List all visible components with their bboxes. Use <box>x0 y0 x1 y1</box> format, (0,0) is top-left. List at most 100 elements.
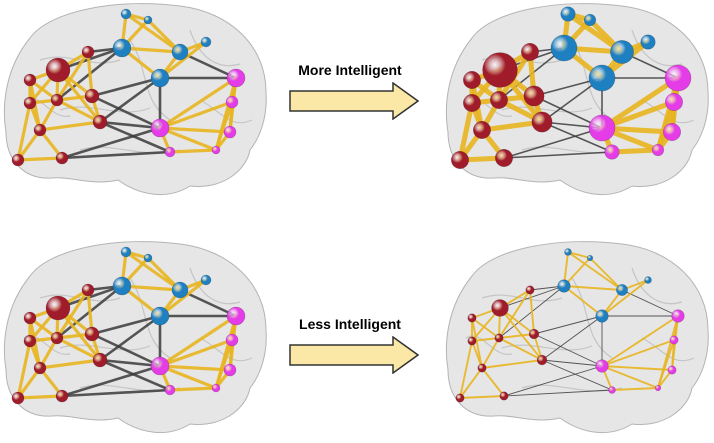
within-module-edge <box>529 289 535 335</box>
within-module-edge <box>55 336 102 362</box>
within-module-edge <box>609 147 661 155</box>
within-module-edge <box>214 314 238 390</box>
brain-network-diagram <box>445 241 709 434</box>
red-module-node <box>81 283 95 297</box>
within-module-edge <box>589 257 623 291</box>
within-module-edge <box>16 101 32 162</box>
within-module-edge <box>601 365 673 371</box>
more-intelligent-arrow-group: More Intelligent <box>289 62 429 120</box>
within-module-edge <box>120 284 182 292</box>
within-module-edge <box>16 394 64 400</box>
magenta-module-node <box>654 384 662 392</box>
red-module-node <box>50 331 64 345</box>
within-module-edge <box>158 278 208 318</box>
within-module-edge <box>158 364 218 390</box>
within-module-edge <box>567 251 623 291</box>
between-module-edge <box>503 127 603 159</box>
blue-module-node <box>557 279 571 293</box>
between-module-edge <box>98 358 172 392</box>
within-module-edge <box>481 367 505 397</box>
brain-network-panel-top-left <box>0 0 270 205</box>
red-module-node <box>33 361 47 375</box>
blue-module-node <box>112 38 132 58</box>
within-module-edge <box>158 40 208 80</box>
between-module-edge <box>98 314 162 362</box>
blue-module-node <box>200 36 212 48</box>
within-module-edge <box>16 156 64 162</box>
magenta-module-node <box>608 386 616 394</box>
within-module-edge <box>158 126 232 134</box>
within-module-edge <box>55 288 90 340</box>
magenta-module-node <box>164 384 176 396</box>
blue-module-node <box>583 13 597 27</box>
between-module-edge <box>533 315 603 335</box>
between-module-edge <box>541 315 603 361</box>
within-module-edge <box>158 364 232 372</box>
within-module-edge <box>124 12 182 54</box>
magenta-module-node <box>223 125 237 139</box>
within-module-edge <box>168 386 218 392</box>
red-module-node <box>23 311 37 325</box>
within-module-edge <box>214 76 238 152</box>
within-module-edge <box>471 317 500 339</box>
within-module-edge <box>499 307 543 361</box>
magenta-module-node <box>665 93 684 112</box>
within-module-edge <box>459 367 483 399</box>
within-module-edge <box>55 98 102 124</box>
red-module-node <box>92 114 108 130</box>
between-module-edge <box>90 332 162 368</box>
blue-module-node <box>610 40 634 64</box>
within-module-edge <box>563 285 603 317</box>
brain-network-diagram <box>3 241 267 434</box>
blue-module-node <box>150 306 170 326</box>
red-module-node <box>472 121 491 140</box>
magenta-module-node <box>226 68 246 88</box>
red-module-node <box>45 57 71 83</box>
magenta-module-node <box>211 383 221 393</box>
within-module-edge <box>657 315 679 389</box>
between-module-edge <box>60 126 162 160</box>
within-module-edge <box>459 340 473 399</box>
brain-network-diagram <box>445 3 709 196</box>
blue-module-node <box>171 43 189 61</box>
brain-sulcus <box>39 294 121 302</box>
blue-module-node <box>143 253 153 263</box>
blue-module-node <box>595 309 609 323</box>
within-module-edge <box>567 251 591 259</box>
within-module-edge <box>498 289 531 339</box>
between-module-edge <box>541 121 613 153</box>
brain-surface <box>445 241 709 434</box>
red-module-node <box>11 153 25 167</box>
red-module-node <box>525 285 535 295</box>
magenta-module-node <box>651 143 665 157</box>
right-arrow-icon <box>289 82 419 120</box>
blue-module-node <box>640 34 656 50</box>
magenta-module-node <box>667 365 677 375</box>
red-module-node <box>55 389 69 403</box>
within-module-edge <box>16 339 32 400</box>
between-module-edge <box>541 359 613 391</box>
more-intelligent-label: More Intelligent <box>298 62 402 78</box>
within-module-edge <box>481 359 543 369</box>
between-module-edge <box>90 76 162 98</box>
right-arrow-icon <box>289 336 419 374</box>
red-module-node <box>523 85 545 107</box>
within-module-edge <box>601 339 675 367</box>
within-module-edge <box>459 395 505 399</box>
brain-sulcus <box>481 294 563 302</box>
within-module-edge <box>671 339 675 371</box>
red-module-node <box>55 151 69 165</box>
brain-network-panel-bottom-left <box>0 238 270 443</box>
blue-module-node <box>112 276 132 296</box>
blue-module-node <box>644 276 652 284</box>
magenta-module-node <box>671 309 685 323</box>
brain-sulcus <box>189 29 241 67</box>
red-module-node <box>84 88 100 104</box>
red-module-node <box>499 391 509 401</box>
within-module-edge <box>120 46 182 54</box>
red-module-node <box>477 363 487 373</box>
between-module-edge <box>98 120 162 130</box>
brain-network-panel-top-right <box>442 0 712 205</box>
magenta-module-node <box>150 118 170 138</box>
red-module-node <box>467 313 477 323</box>
